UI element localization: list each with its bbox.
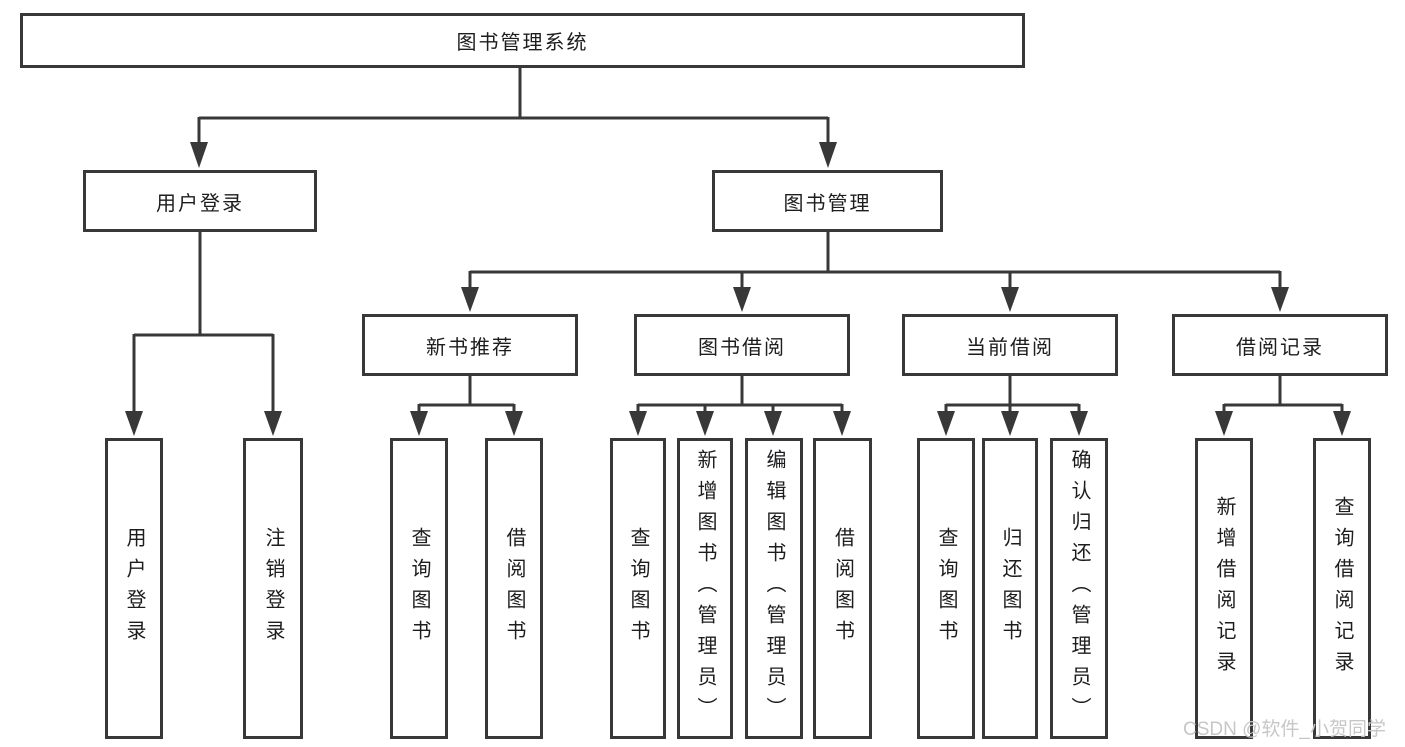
leaf-label: 新增图书（管理员） xyxy=(694,449,716,728)
node-borrow-records-label: 借阅记录 xyxy=(1236,336,1324,359)
node-borrow-records: 借阅记录 xyxy=(1172,314,1388,376)
node-root: 图书管理系统 xyxy=(20,13,1025,68)
leaf-label: 查询图书 xyxy=(408,526,430,651)
leaf-label: 归还图书 xyxy=(999,526,1021,651)
node-current-borrowing-label: 当前借阅 xyxy=(966,336,1054,359)
node-current-borrowing: 当前借阅 xyxy=(902,314,1118,376)
leaf-label: 用户登录 xyxy=(123,526,145,651)
node-new-book-recommend-label: 新书推荐 xyxy=(426,336,514,359)
leaf-label: 编辑图书（管理员） xyxy=(763,449,785,728)
leaf-label: 借阅图书 xyxy=(831,526,854,651)
leaf-add-borrow-record: 新增借阅记录 xyxy=(1195,438,1253,739)
arrowheads xyxy=(125,142,1351,436)
leaf-label: 查询图书 xyxy=(627,526,649,651)
node-user-login-label: 用户登录 xyxy=(156,192,244,215)
leaf-label: 借阅图书 xyxy=(503,526,525,651)
leaf-return-books: 归还图书 xyxy=(982,438,1038,739)
leaf-borrow-books-2: 借阅图书 xyxy=(813,438,872,739)
leaf-confirm-return-admin: 确认归还（管理员） xyxy=(1050,438,1108,739)
leaf-edit-books-admin: 编辑图书（管理员） xyxy=(745,438,803,739)
leaf-query-books-1: 查询图书 xyxy=(390,438,448,739)
leaf-label: 查询图书 xyxy=(935,526,957,651)
leaf-label: 确认归还（管理员） xyxy=(1068,449,1090,728)
leaf-query-books-3: 查询图书 xyxy=(917,438,975,739)
leaf-user-login: 用户登录 xyxy=(105,438,163,739)
tree-edges xyxy=(132,68,1344,413)
leaf-label: 新增借阅记录 xyxy=(1213,495,1235,682)
leaf-query-books-2: 查询图书 xyxy=(610,438,666,739)
leaf-query-borrow-record: 查询借阅记录 xyxy=(1313,438,1371,739)
node-root-label: 图书管理系统 xyxy=(456,32,589,54)
leaf-borrow-books-1: 借阅图书 xyxy=(485,438,543,739)
node-book-borrowing: 图书借阅 xyxy=(634,314,850,376)
leaf-add-books-admin: 新增图书（管理员） xyxy=(677,438,733,739)
leaf-label: 注销登录 xyxy=(262,526,284,651)
leaf-logout: 注销登录 xyxy=(243,438,303,739)
csdn-watermark: CSDN @软件_小贺同学 xyxy=(1183,719,1386,740)
node-book-management: 图书管理 xyxy=(712,170,943,232)
node-book-management-label: 图书管理 xyxy=(783,192,872,215)
node-book-borrowing-label: 图书借阅 xyxy=(698,336,786,359)
leaf-label: 查询借阅记录 xyxy=(1331,495,1353,682)
node-user-login: 用户登录 xyxy=(83,170,317,232)
node-new-book-recommend: 新书推荐 xyxy=(362,314,578,376)
